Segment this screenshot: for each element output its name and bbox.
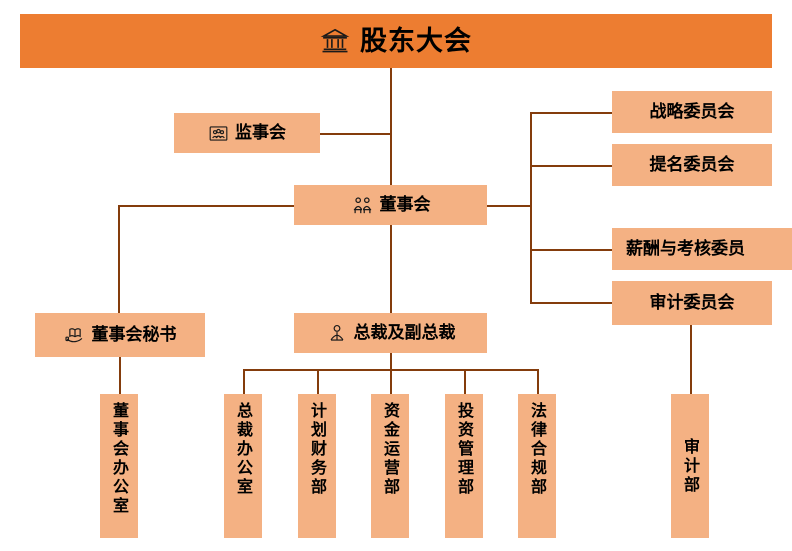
connector-board-left-stub: [118, 205, 294, 207]
connector-to-president-office: [243, 369, 245, 394]
node-label: 总裁办公室: [234, 402, 253, 497]
node-investment-management-department[interactable]: 投资管理部: [445, 394, 483, 538]
node-label: 董事会办公室: [110, 402, 129, 516]
node-label: 资金运营部: [381, 402, 400, 497]
node-label: 审计委员会: [649, 292, 735, 313]
book-hand-icon: [64, 324, 86, 346]
node-board-of-directors[interactable]: 董事会: [294, 185, 487, 225]
node-shareholders-meeting[interactable]: 股东大会: [20, 14, 772, 68]
node-president-and-vice-presidents[interactable]: 总裁及副总裁: [294, 313, 487, 353]
connector-audit-committee-to-audit-dept: [690, 325, 692, 394]
node-label: 审计部: [681, 437, 700, 495]
connector-to-legal-compliance: [537, 369, 539, 394]
node-strategy-committee[interactable]: 战略委员会: [612, 91, 772, 133]
node-president-office[interactable]: 总裁办公室: [224, 394, 262, 538]
node-planning-finance-department[interactable]: 计划财务部: [298, 394, 336, 538]
node-label: 股东大会: [360, 25, 472, 57]
node-label: 监事会: [235, 122, 286, 143]
node-audit-committee[interactable]: 审计委员会: [612, 281, 772, 325]
connector-to-audit-committee: [530, 302, 612, 304]
node-audit-department[interactable]: 审计部: [671, 394, 709, 538]
node-nomination-committee[interactable]: 提名委员会: [612, 144, 772, 186]
connector-to-fund-operations: [390, 369, 392, 394]
node-legal-compliance-department[interactable]: 法律合规部: [518, 394, 556, 538]
connector-to-remuneration: [530, 249, 612, 251]
node-label: 计划财务部: [308, 402, 327, 497]
node-label: 法律合规部: [528, 402, 547, 497]
connector-shareholders-to-board: [390, 68, 392, 190]
two-people-seated-icon: [351, 194, 374, 217]
bank-building-icon: [320, 26, 350, 56]
node-label: 总裁及副总裁: [353, 322, 456, 343]
node-label: 董事会秘书: [91, 324, 177, 345]
connector-president-stem: [390, 353, 392, 370]
connector-secretary-to-board-office: [119, 357, 121, 394]
connector-board-to-president: [390, 222, 392, 313]
connector-board-to-secretary: [118, 205, 120, 313]
node-board-secretary[interactable]: 董事会秘书: [35, 313, 205, 357]
node-fund-operations-department[interactable]: 资金运营部: [371, 394, 409, 538]
node-remuneration-committee[interactable]: 薪酬与考核委员: [612, 228, 792, 270]
node-label: 提名委员会: [649, 154, 735, 175]
connector-to-nomination: [530, 165, 612, 167]
node-label: 战略委员会: [649, 101, 735, 122]
person-presenter-icon: [326, 322, 348, 344]
connector-board-right-stub: [487, 205, 531, 207]
group-people-framed-icon: [208, 123, 229, 144]
node-supervisors[interactable]: 监事会: [174, 113, 320, 153]
node-label: 投资管理部: [455, 402, 474, 497]
connector-to-planning-finance: [317, 369, 319, 394]
connector-to-strategy: [530, 112, 612, 114]
node-label: 董事会: [379, 194, 431, 215]
connector-to-investment-management: [464, 369, 466, 394]
connector-supervisors-to-board: [320, 133, 391, 135]
connector-committee-trunk: [530, 112, 532, 302]
node-board-office[interactable]: 董事会办公室: [100, 394, 138, 538]
node-label: 薪酬与考核委员: [626, 238, 745, 259]
